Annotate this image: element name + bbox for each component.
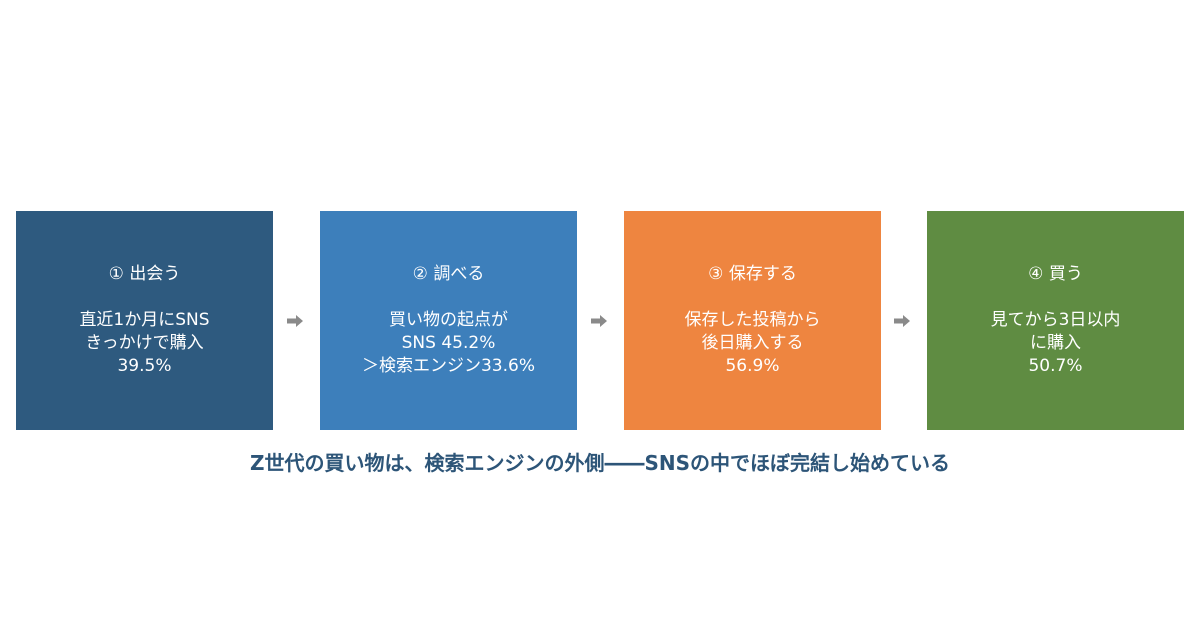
- step-text-line: に購入: [1030, 333, 1081, 353]
- caption-text: Z世代の買い物は、検索エンジンの外側――SNSの中でほぼ完結し始めている: [249, 451, 951, 475]
- arrow-right-icon: [894, 315, 910, 327]
- step-title: ④ 買う: [1028, 264, 1083, 284]
- step-card-save: ③ 保存する 保存した投稿から 後日購入する 56.9%: [624, 211, 881, 430]
- step-text-line: 直近1か月にSNS: [79, 310, 210, 330]
- step-text-line: 保存した投稿から: [684, 310, 821, 330]
- step-card-research: ② 調べる 買い物の起点が SNS 45.2% ＞検索エンジン33.6%: [320, 211, 577, 430]
- step-card-buy: ④ 買う 見てから3日以内 に購入 50.7%: [927, 211, 1184, 430]
- step-stat: 39.5%: [117, 356, 172, 376]
- arrow-right-icon: [287, 315, 303, 327]
- step-title: ① 出会う: [108, 264, 181, 284]
- step-text-line: 後日購入する: [701, 333, 804, 353]
- step-stat: 50.7%: [1028, 356, 1083, 376]
- step-card-encounter: ① 出会う 直近1か月にSNS きっかけで購入 39.5%: [16, 211, 273, 430]
- step-stat: ＞検索エンジン33.6%: [361, 356, 535, 376]
- arrow-right-icon: [591, 315, 607, 327]
- step-text-line: きっかけで購入: [85, 333, 204, 353]
- step-title: ③ 保存する: [708, 264, 797, 284]
- process-flow: ① 出会う 直近1か月にSNS きっかけで購入 39.5% ② 調べる 買い物の…: [16, 211, 1184, 430]
- step-text-line: 買い物の起点が: [389, 310, 508, 330]
- step-stat: SNS 45.2%: [401, 333, 496, 353]
- step-title: ② 調べる: [412, 264, 485, 284]
- step-stat: 56.9%: [725, 356, 780, 376]
- step-text-line: 見てから3日以内: [990, 310, 1121, 330]
